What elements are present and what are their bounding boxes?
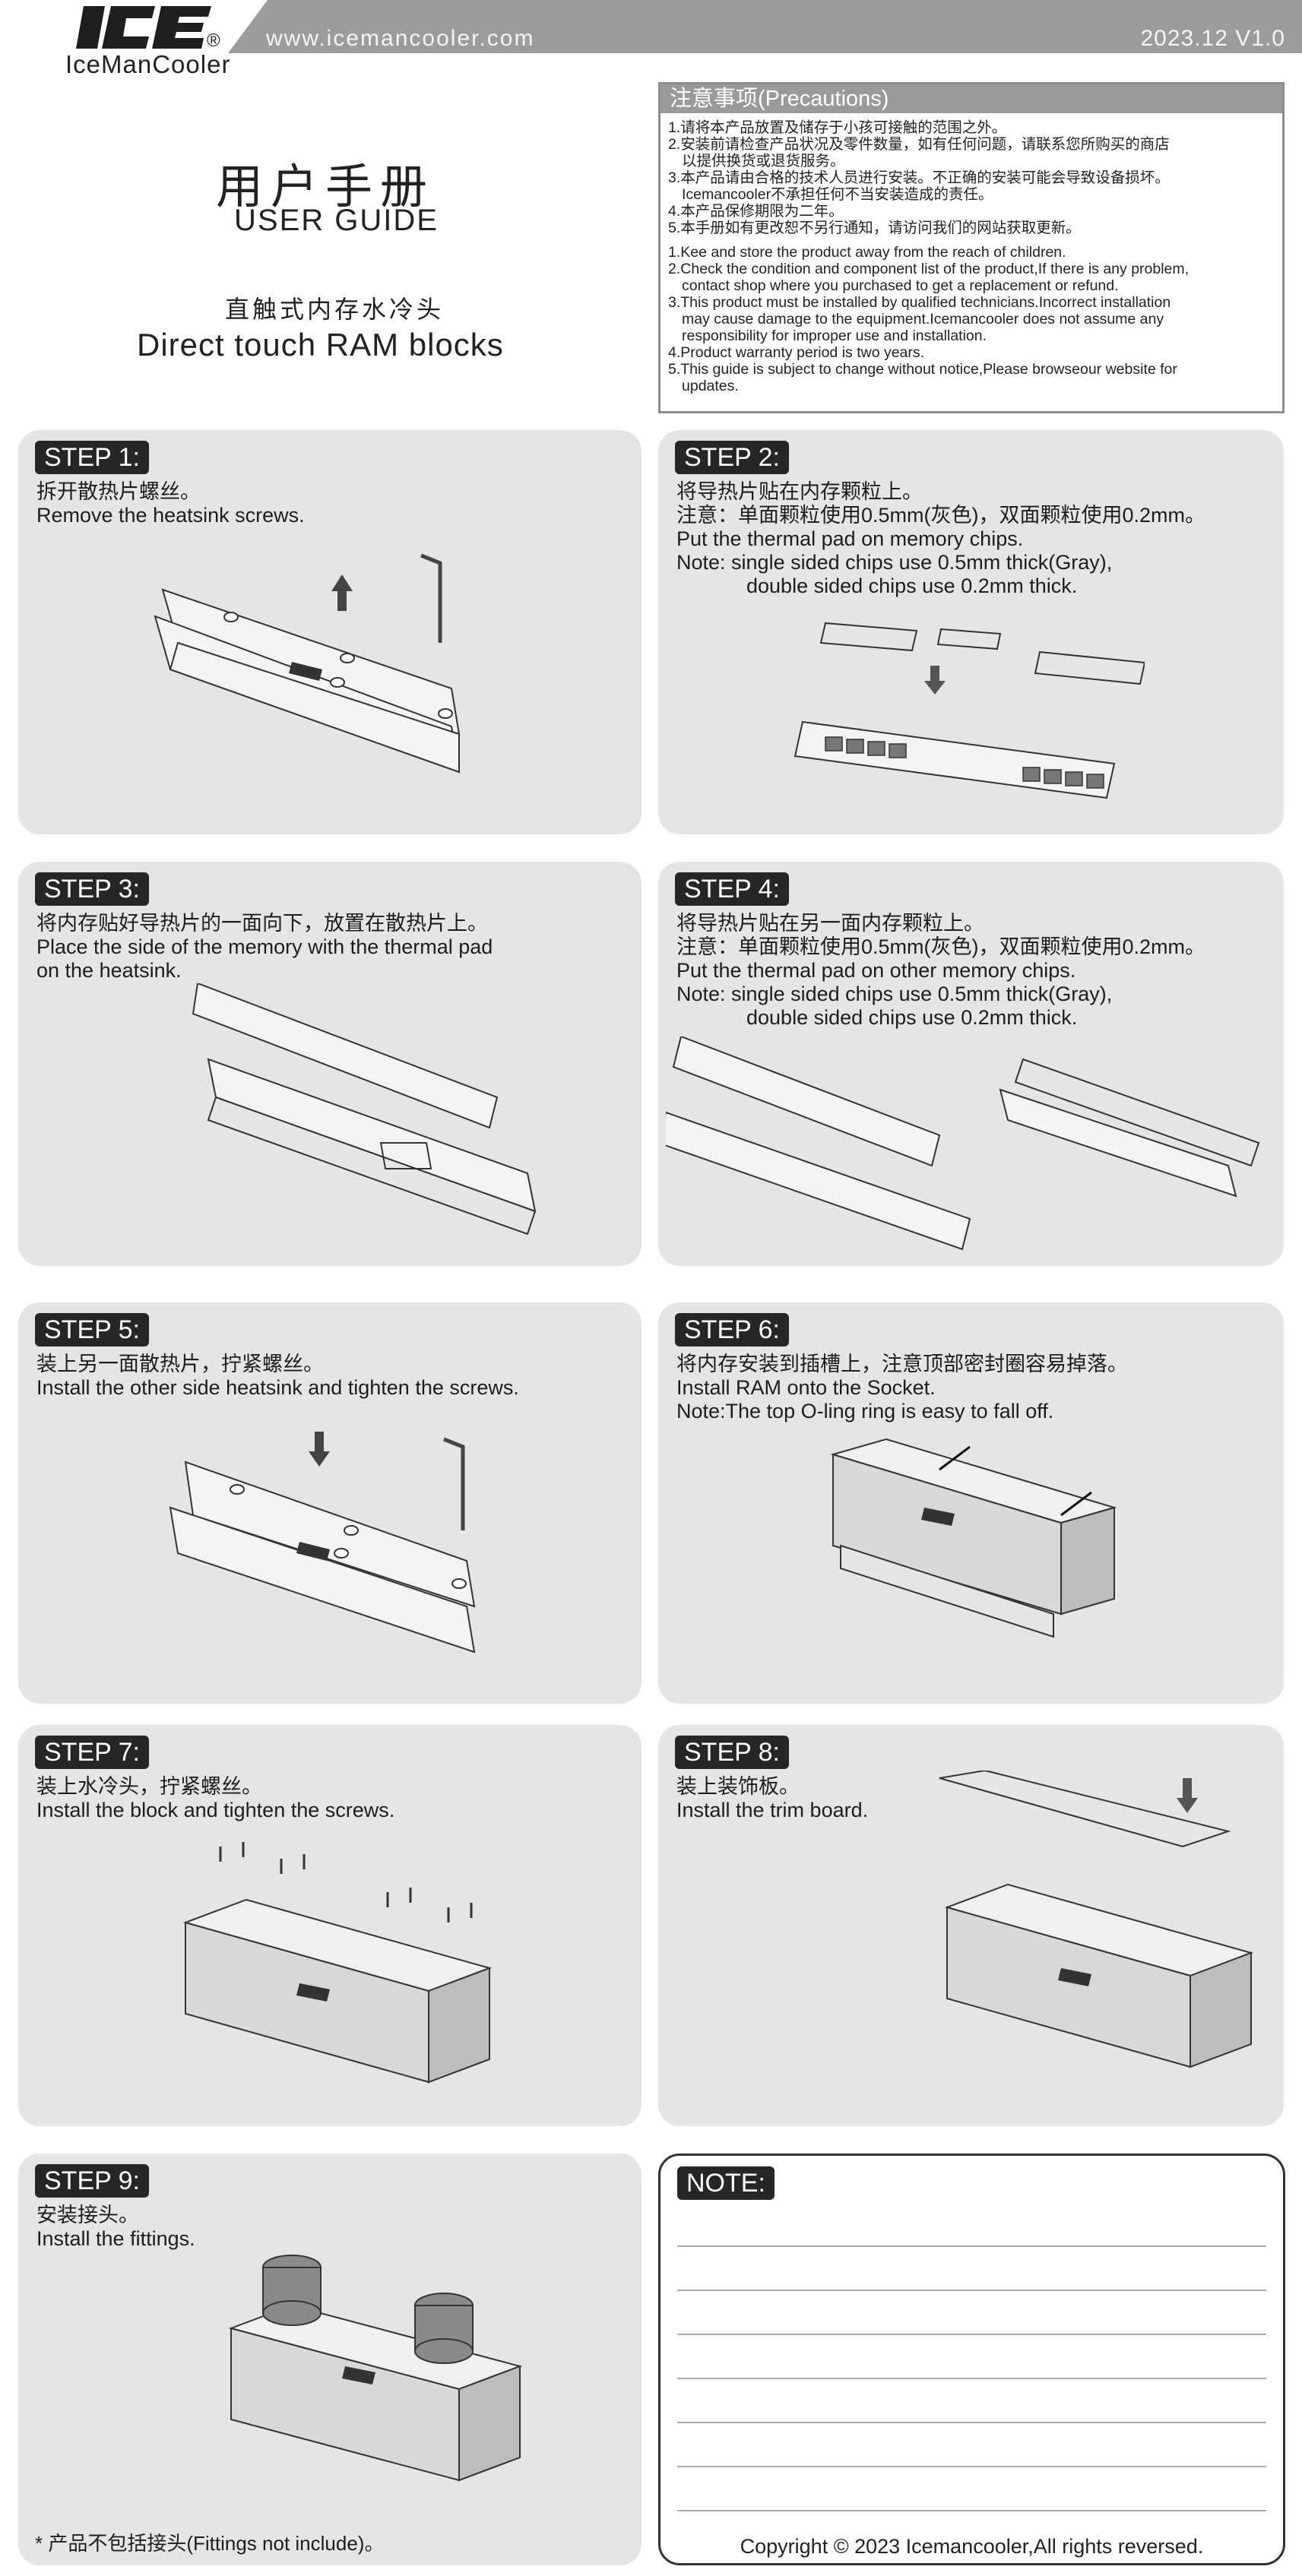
note-line — [677, 2422, 1266, 2423]
step-6-note-en: Note:The top O-ling ring is easy to fall… — [676, 1400, 1054, 1422]
note-badge: NOTE: — [677, 2166, 775, 2200]
install-block-illustration — [182, 1842, 493, 2084]
thermal-pad-on-memory-illustration — [794, 622, 1145, 799]
precaution-en-line: 2.Check the condition and component list… — [668, 261, 1190, 277]
precaution-en-line: updates. — [682, 378, 739, 394]
memory-on-heatsink-illustration — [192, 983, 537, 1236]
install-ram-socket-illustration — [830, 1438, 1117, 1638]
step-9-panel: STEP 9: 安装接头。 Install the fittings. * 产品… — [18, 2154, 641, 2565]
thermal-pad-other-side-illustration — [666, 1036, 1260, 1251]
step-6-text-en: Install RAM onto the Socket. — [676, 1376, 936, 1399]
note-line — [677, 2510, 1266, 2511]
precaution-en-line: 5.This guide is subject to change withou… — [668, 361, 1177, 378]
step-6-text-cn: 将内存安装到插槽上，注意顶部密封圈容易掉落。 — [676, 1353, 1128, 1375]
step-2-note-en-2: double sided chips use 0.2mm thick. — [746, 574, 1078, 597]
step-2-note-en: Note: single sided chips use 0.5mm thick… — [676, 551, 1113, 574]
precaution-cn-line: 2.安装前请检查产品状况及零件数量，如有任何问题，请联系您所购买的商店 — [668, 136, 1170, 153]
note-line — [677, 2245, 1266, 2247]
note-line — [677, 2378, 1266, 2379]
step-3-text-cn: 将内存贴好导热片的一面向下，放置在散热片上。 — [36, 912, 488, 935]
copyright-text: Copyright © 2023 Icemancooler,All rights… — [740, 2535, 1204, 2558]
step-2-text-cn: 将导热片贴在内存颗粒上。 — [676, 480, 923, 503]
note-line — [677, 2290, 1266, 2291]
precautions-box: 注意事项(Precautions) 1.请将本产品放置及储存于小孩可接触的范围之… — [658, 82, 1285, 413]
step-4-note-en-2: double sided chips use 0.2mm thick. — [746, 1006, 1078, 1029]
website-url[interactable]: www.icemancooler.com — [266, 26, 535, 51]
step-1-badge: STEP 1: — [35, 441, 149, 474]
step-2-panel: STEP 2: 将导热片贴在内存颗粒上。 注意：单面颗粒使用0.5mm(灰色)，… — [658, 430, 1284, 834]
step-4-text-cn: 将导热片贴在另一面内存颗粒上。 — [676, 912, 984, 935]
step-1-panel: STEP 1: 拆开散热片螺丝。 Remove the heatsink scr… — [18, 430, 641, 834]
step-3-text-en: Place the side of the memory with the th… — [36, 935, 493, 958]
step-4-text-en: Put the thermal pad on other memory chip… — [676, 959, 1076, 982]
fittings-footnote: * 产品不包括接头(Fittings not include)。 — [35, 2532, 385, 2555]
step-7-text-en: Install the block and tighten the screws… — [36, 1799, 395, 1821]
precaution-cn-line: 5.本手册如有更改恕不另行通知，请访问我们的网站获取更新。 — [668, 220, 1081, 236]
step-5-text-cn: 装上另一面散热片，拧紧螺丝。 — [36, 1353, 324, 1375]
install-fittings-illustration — [228, 2255, 523, 2482]
note-line — [677, 2466, 1266, 2467]
step-6-panel: STEP 6: 将内存安装到插槽上，注意顶部密封圈容易掉落。 Install R… — [658, 1302, 1284, 1704]
precaution-cn-line: 3.本产品请由合格的技术人员进行安装。不正确的安装可能会导致设备损坏。 — [668, 169, 1170, 186]
registered-mark: ® — [207, 30, 220, 51]
step-4-panel: STEP 4: 将导热片贴在另一面内存颗粒上。 注意：单面颗粒使用0.5mm(灰… — [658, 862, 1284, 1266]
step-8-text-cn: 装上装饰板。 — [676, 1775, 800, 1798]
precaution-cn-line: 4.本产品保修期限为二年。 — [668, 203, 844, 220]
precaution-cn-line: 1.请将本产品放置及储存于小孩可接触的范围之外。 — [668, 119, 1007, 136]
step-1-text-cn: 拆开散热片螺丝。 — [36, 480, 201, 503]
step-9-text-en: Install the fittings. — [36, 2227, 195, 2250]
product-name-english: Direct touch RAM blocks — [137, 327, 504, 362]
step-5-badge: STEP 5: — [35, 1313, 149, 1347]
step-7-text-cn: 装上水冷头，拧紧螺丝。 — [36, 1775, 262, 1798]
step-4-note-cn: 注意：单面颗粒使用0.5mm(灰色)，双面颗粒使用0.2mm。 — [676, 935, 1206, 958]
logo-text: IceManCooler — [65, 50, 231, 78]
step-7-badge: STEP 7: — [35, 1736, 149, 1769]
precaution-cn-line: Icemancooler不承担任何不当安装造成的责任。 — [682, 186, 993, 203]
precaution-en-line: may cause damage to the equipment.Iceman… — [682, 311, 1164, 328]
title-chinese: 用户手册 — [216, 161, 436, 214]
note-panel: NOTE: Copyright © 2023 Icemancooler,All … — [658, 2154, 1285, 2565]
step-3-badge: STEP 3: — [35, 872, 149, 906]
step-4-note-en: Note: single sided chips use 0.5mm thick… — [676, 983, 1113, 1005]
step-2-note-cn: 注意：单面颗粒使用0.5mm(灰色)，双面颗粒使用0.2mm。 — [676, 504, 1206, 527]
precautions-heading: 注意事项(Precautions) — [661, 84, 1282, 113]
step-5-panel: STEP 5: 装上另一面散热片，拧紧螺丝。 Install the other… — [18, 1302, 641, 1704]
step-6-badge: STEP 6: — [675, 1313, 789, 1347]
step-2-text-en: Put the thermal pad on memory chips. — [676, 527, 1024, 550]
precaution-en-line: responsibility for improper use and inst… — [682, 328, 987, 344]
step-8-badge: STEP 8: — [675, 1736, 789, 1769]
step-3-panel: STEP 3: 将内存贴好导热片的一面向下，放置在散热片上。 Place the… — [18, 862, 641, 1266]
step-4-badge: STEP 4: — [675, 872, 789, 906]
step-8-panel: STEP 8: 装上装饰板。 Install the trim board. — [658, 1725, 1284, 2126]
step-9-badge: STEP 9: — [35, 2164, 149, 2198]
step-7-panel: STEP 7: 装上水冷头，拧紧螺丝。 Install the block an… — [18, 1725, 641, 2126]
install-heatsink-illustration — [169, 1432, 476, 1654]
precaution-en-line: 1.Kee and store the product away from th… — [668, 244, 1066, 261]
precaution-en-line: 4.Product warranty period is two years. — [668, 344, 925, 361]
step-5-text-en: Install the other side heatsink and tigh… — [36, 1376, 519, 1399]
step-2-badge: STEP 2: — [675, 441, 789, 474]
title-english: USER GUIDE — [234, 204, 439, 237]
note-line — [677, 2334, 1266, 2335]
logo-mark-icon — [76, 3, 220, 55]
install-trim-board-illustration — [939, 1771, 1254, 2068]
step-9-text-cn: 安装接头。 — [36, 2204, 139, 2226]
step-3-text-en-2: on the heatsink. — [36, 959, 182, 982]
step-1-text-en: Remove the heatsink screws. — [36, 504, 305, 527]
document-version: 2023.12 V1.0 — [1140, 26, 1285, 51]
product-name-chinese: 直触式内存水冷头 — [225, 296, 445, 323]
precaution-cn-line: 以提供换货或退货服务。 — [682, 153, 845, 169]
precaution-en-line: contact shop where you purchased to get … — [682, 277, 1119, 294]
step-8-text-en: Install the trim board. — [676, 1799, 869, 1821]
precaution-en-line: 3.This product must be installed by qual… — [668, 294, 1171, 311]
heatsink-screw-removal-illustration — [154, 553, 461, 774]
